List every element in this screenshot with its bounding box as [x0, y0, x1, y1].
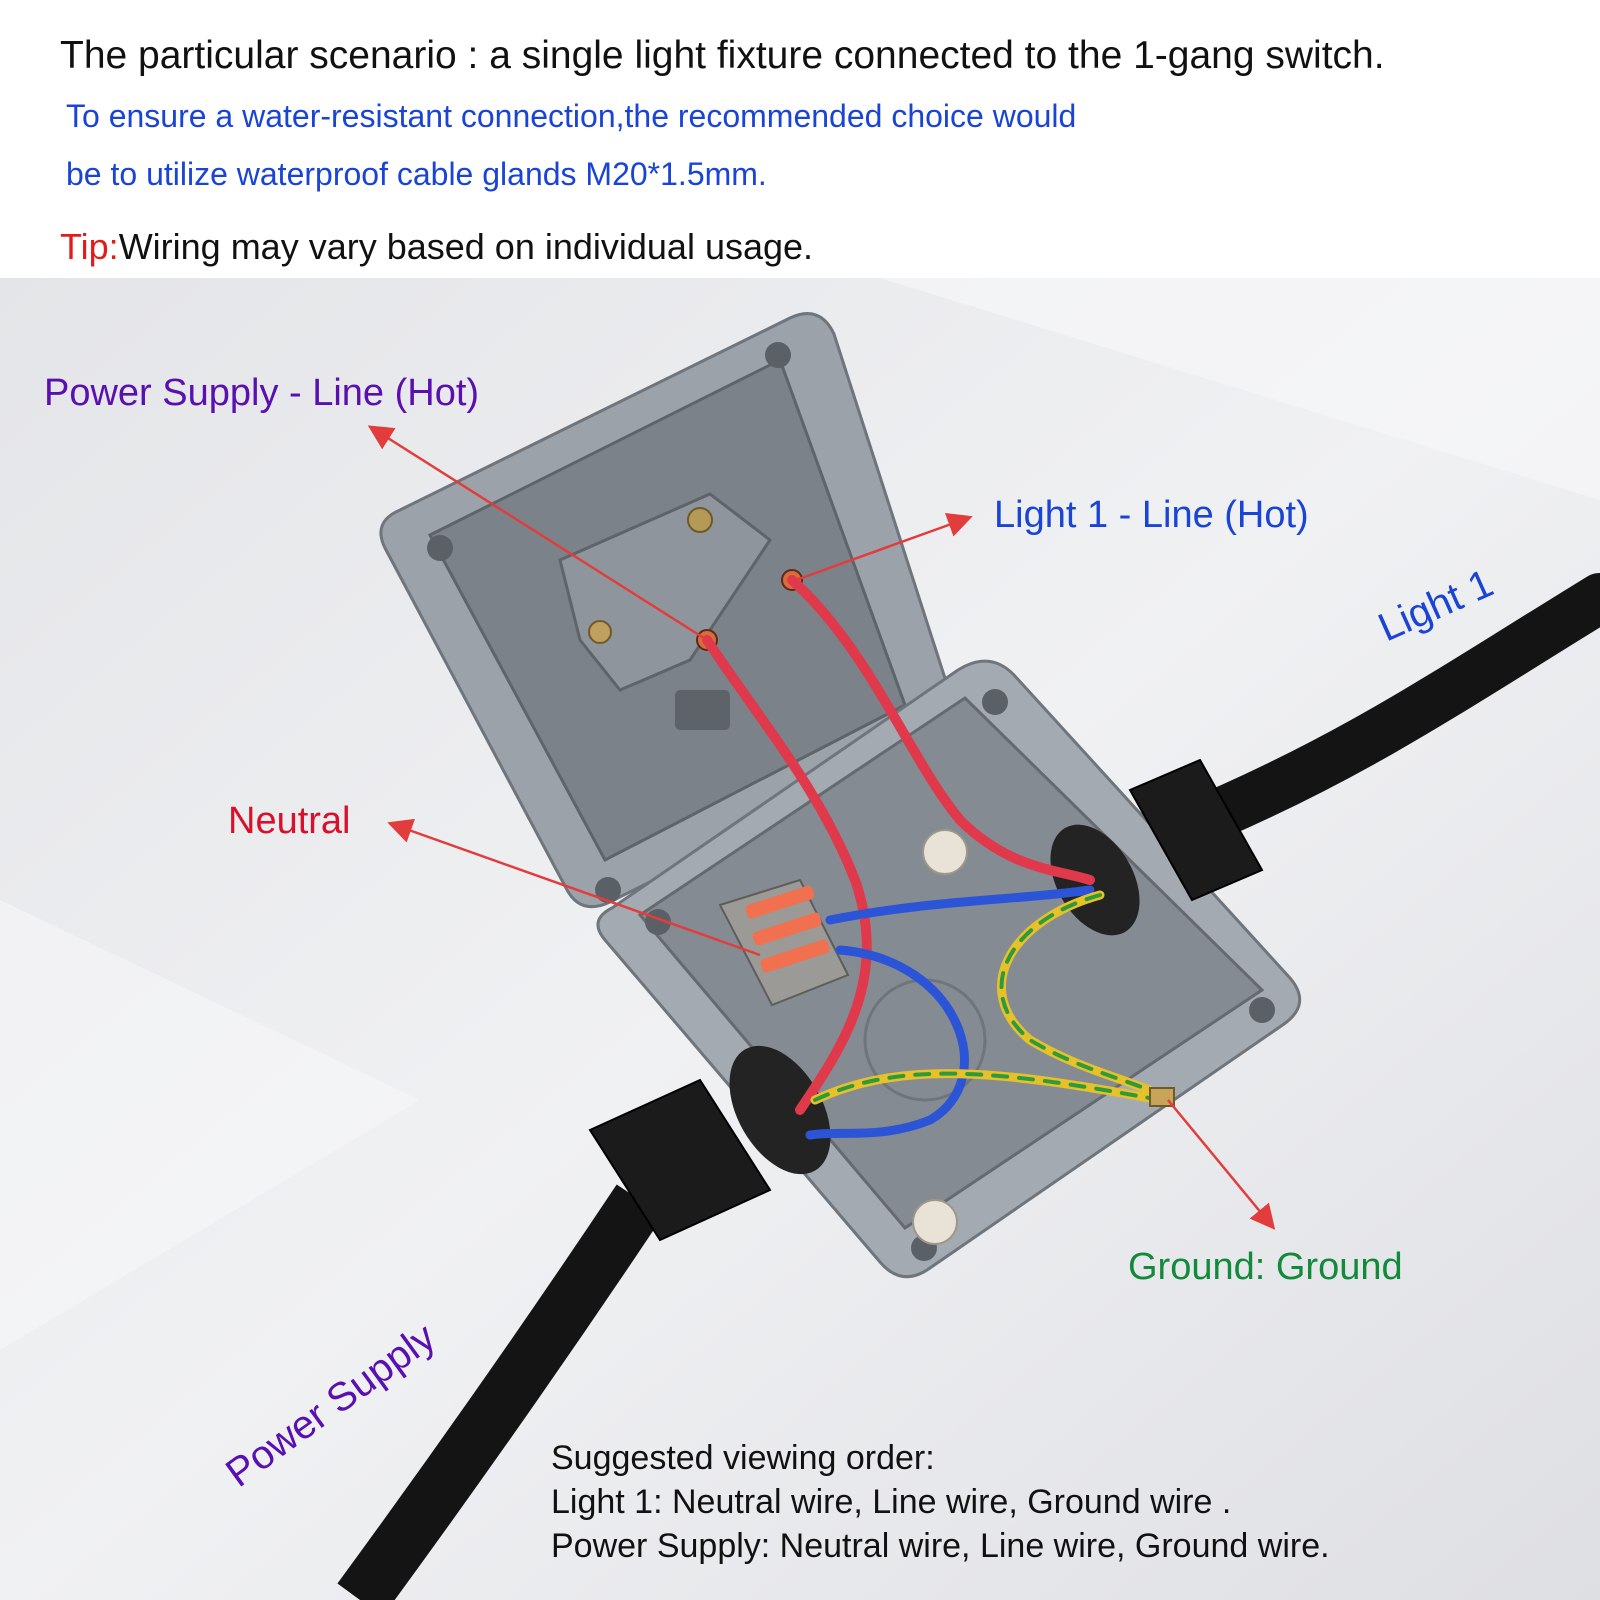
arrow-ground [1167, 1099, 1276, 1230]
label-light1-line: Light 1 - Line (Hot) [994, 494, 1309, 536]
cable-gland-light1 [1128, 758, 1264, 902]
screw-hole-icon [765, 342, 791, 368]
arrow-light1-line [795, 513, 973, 582]
subtitle-line-1: To ensure a water-resistant connection,t… [66, 98, 1077, 134]
line-wire-light1 [787, 575, 1095, 885]
neutral-wire-power [805, 945, 969, 1140]
viewing-order-power-supply: Power Supply: Neutral wire, Line wire, G… [551, 1527, 1330, 1565]
arrow-neutral [387, 818, 761, 957]
connector-lever [752, 912, 822, 946]
light1-cable [1155, 573, 1600, 855]
screw-hole-icon [982, 689, 1008, 715]
cable-gland-power [588, 1078, 772, 1242]
label-power-supply-line: Power Supply - Line (Hot) [44, 372, 480, 414]
screw-hole-icon [595, 877, 621, 903]
junction-box-illustration [0, 278, 1600, 1600]
background-shade [0, 900, 420, 1350]
switch-mechanism [558, 492, 773, 692]
arrow-power-line [367, 425, 708, 642]
mounting-post-icon [922, 829, 968, 875]
header-panel: The particular scenario : a single light… [0, 0, 1600, 278]
mounting-post-icon [912, 1199, 958, 1245]
background-shade [880, 278, 1600, 500]
switch-rocker [675, 690, 730, 730]
screw-hole-icon [1249, 997, 1275, 1023]
line-wire-power [702, 635, 872, 1115]
ground-wire-stripe [813, 1071, 1162, 1102]
terminal-screw-icon [687, 507, 713, 533]
connector-lever [745, 885, 815, 919]
label-ground: Ground: Ground [1128, 1246, 1403, 1288]
wiring-scene: Power Supply - Line (Hot) Light 1 - Line… [0, 278, 1600, 1600]
power-supply-cable [337, 1184, 664, 1600]
label-neutral: Neutral [228, 800, 351, 842]
viewing-order-light1: Light 1: Neutral wire, Line wire, Ground… [551, 1483, 1232, 1521]
gland-nut [729, 1045, 831, 1175]
tip-text: Wiring may vary based on individual usag… [118, 226, 814, 267]
viewing-order-heading: Suggested viewing order: [551, 1439, 935, 1477]
viewing-order-note: Suggested viewing order: Light 1: Neutra… [551, 1436, 1330, 1568]
tip-note: Tip:Wiring may vary based on individual … [60, 226, 813, 268]
ground-wire-stripe [999, 893, 1162, 1097]
neutral-wire-light1 [825, 885, 1095, 925]
subtitle-line-2: be to utilize waterproof cable glands M2… [66, 156, 767, 192]
connector-lever [760, 939, 830, 973]
terminal-screw-icon [588, 620, 612, 644]
tip-label: Tip: [60, 226, 119, 267]
page-title: The particular scenario : a single light… [60, 34, 1385, 77]
screw-hole-icon [427, 535, 453, 561]
